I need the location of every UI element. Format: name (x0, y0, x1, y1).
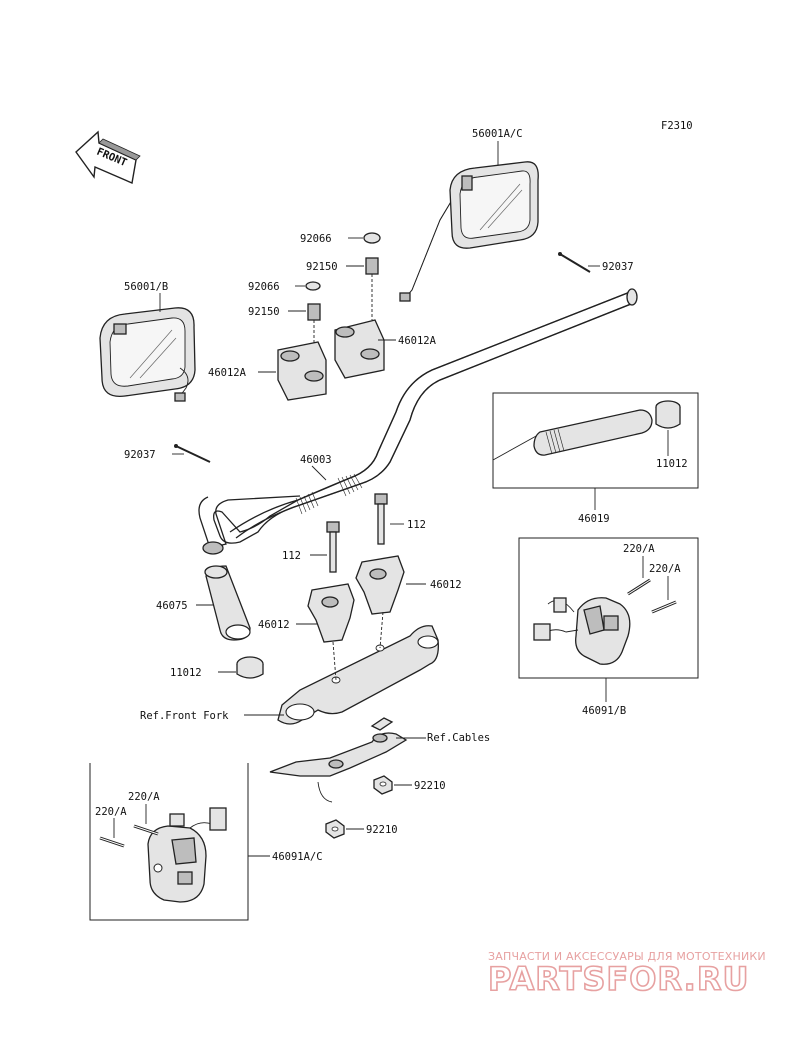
grip-end-right (655, 400, 681, 429)
switch-right (533, 597, 631, 665)
clip-right (558, 252, 591, 273)
nut-lower (325, 819, 345, 839)
label-switch-right: 46091/B (582, 705, 626, 717)
grip-left (204, 565, 251, 641)
front-arrow-icon: FRONT (75, 130, 141, 184)
switch-left (147, 807, 227, 903)
label-grip-left: 46075 (156, 600, 188, 612)
nut-upper (373, 775, 393, 795)
label-grip-end-left: 11012 (170, 667, 202, 679)
screw-left-1 (133, 824, 159, 836)
label-grip-end-right: 11012 (656, 458, 688, 470)
cap-lower (305, 281, 321, 291)
label-cap-mid: 92066 (248, 281, 280, 293)
watermark-tagline: ЗАПЧАСТИ И АКСЕССУАРЫ ДЛЯ МОТОТЕХНИКИ (488, 950, 766, 963)
label-screw-r1: 220/A (623, 543, 655, 555)
grip-right (533, 409, 653, 456)
switch-left-box (89, 763, 249, 921)
watermark-logo: PARTSFOR.RU (488, 960, 749, 998)
label-clip-left: 92037 (124, 449, 156, 461)
grip-end-left (236, 656, 264, 679)
label-clip-right: 92037 (602, 261, 634, 273)
grip-right-box (492, 392, 699, 489)
mirror-left (99, 307, 196, 402)
label-bolt-left: 92150 (248, 306, 280, 318)
bolt-92150-right (365, 257, 379, 320)
leader-handlebar (311, 465, 327, 481)
holder-lower-left (307, 583, 355, 643)
label-holder-lower-right: 46012 (430, 579, 462, 591)
label-nut-lower: 92210 (366, 824, 398, 836)
label-handlebar: 46003 (300, 454, 332, 466)
label-grip-right: 46019 (578, 513, 610, 525)
cable-bracket (269, 717, 408, 803)
label-ref-front-fork: Ref.Front Fork (140, 710, 229, 722)
screw-right-1 (627, 578, 651, 596)
holder-lower-right (355, 555, 405, 615)
label-holder-left: 46012A (208, 367, 247, 379)
figure-code: F2310 (661, 120, 693, 132)
label-holder-lower-left: 46012 (258, 619, 290, 631)
cap-upper (363, 232, 381, 244)
label-bolt-right: 92150 (306, 261, 338, 273)
label-screw-l1: 220/A (128, 791, 160, 803)
label-bolt-112-right: 112 (407, 519, 426, 531)
switch-right-box (518, 537, 699, 679)
bolt-112-right (374, 493, 388, 545)
bolt-112-left (326, 521, 340, 573)
label-screw-l2: 220/A (95, 806, 127, 818)
label-bolt-112-left: 112 (282, 550, 301, 562)
label-cap-top: 92066 (300, 233, 332, 245)
label-screw-r2: 220/A (649, 563, 681, 575)
label-switch-left: 46091A/C (272, 851, 323, 863)
mirror-right (399, 161, 539, 302)
handlebar (198, 288, 638, 555)
fork-bracket (277, 611, 439, 725)
label-ref-cables: Ref.Cables (427, 732, 490, 744)
label-holder-right: 46012A (398, 335, 437, 347)
screw-right-2 (651, 600, 677, 614)
label-mirror-right: 56001A/C (472, 128, 523, 140)
holder-upper-left (277, 341, 327, 401)
holder-upper-right (334, 319, 385, 379)
label-nut-upper: 92210 (414, 780, 446, 792)
label-mirror-left: 56001/B (124, 281, 168, 293)
clip-left (174, 444, 211, 463)
screw-left-2 (99, 836, 125, 848)
